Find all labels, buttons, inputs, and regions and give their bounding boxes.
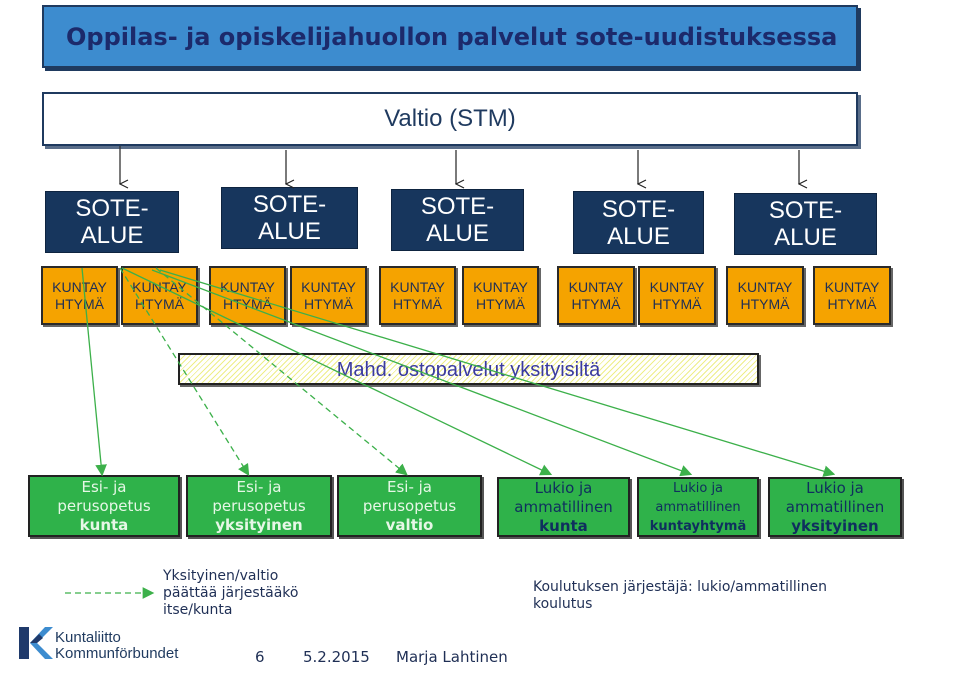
provider-line3: yksityinen xyxy=(215,515,303,534)
dashed-arrow xyxy=(119,267,250,476)
provider-box: Lukio ja ammatillinen yksityinen xyxy=(768,477,902,537)
provider-line3: valtio xyxy=(385,515,434,534)
title-banner: Oppilas- ja opiskelijahuollon palvelut s… xyxy=(42,5,858,68)
provider-box: Lukio ja ammatillinen kuntayhtymä xyxy=(637,477,759,537)
footer-date: 5.2.2015 xyxy=(303,648,370,666)
sote-alue-box: SOTE- ALUE xyxy=(734,193,877,255)
provider-line2: ammatillinen xyxy=(655,499,741,515)
provider-line2: ammatillinen xyxy=(514,497,613,516)
kuntayhtyma-box: KUNTAY HTYMÄ xyxy=(813,266,891,325)
valtio-box: Valtio (STM) xyxy=(42,92,858,146)
kuntayhtyma-box: KUNTAY HTYMÄ xyxy=(638,266,716,325)
sote-alue-box: SOTE- ALUE xyxy=(573,191,704,254)
kuntayhtyma-box: KUNTAY HTYMÄ xyxy=(726,266,804,325)
provider-box: Esi- ja perusopetus valtio xyxy=(337,475,482,537)
provider-line1: Esi- ja xyxy=(387,477,432,496)
provider-line1: Esi- ja xyxy=(81,477,127,496)
footer-page-number: 6 xyxy=(255,648,265,666)
provider-line2: perusopetus xyxy=(362,496,457,515)
logo-line2: Kommunförbundet xyxy=(55,645,179,662)
provider-arrow xyxy=(159,269,836,477)
provider-line1: Lukio ja xyxy=(534,478,593,497)
provider-box: Esi- ja perusopetus yksityinen xyxy=(186,475,332,537)
provider-line3: yksityinen xyxy=(791,516,879,535)
legend-dashed-text: Yksityinen/valtio päättää järjestääkö it… xyxy=(163,568,299,618)
kuntaliitto-logo-icon xyxy=(15,623,55,663)
provider-line3: kunta xyxy=(539,516,588,535)
provider-arrow xyxy=(121,267,553,476)
provider-line1: Lukio ja xyxy=(672,480,724,496)
legend-solid-text: Koulutuksen järjestäjä: lukio/ammatillin… xyxy=(533,579,827,612)
provider-box: Esi- ja perusopetus kunta xyxy=(28,475,180,537)
sote-alue-box: SOTE- ALUE xyxy=(221,187,358,249)
provider-line3: kuntayhtymä xyxy=(649,518,747,534)
provider-arrow xyxy=(81,267,107,477)
provider-line1: Esi- ja xyxy=(236,477,282,496)
kuntayhtyma-box: KUNTAY HTYMÄ xyxy=(379,266,456,325)
provider-line2: ammatillinen xyxy=(785,497,885,516)
provider-line3: kunta xyxy=(79,515,129,534)
provider-line2: perusopetus xyxy=(212,496,306,515)
dashed-arrow xyxy=(155,267,408,476)
logo-line1: Kuntaliitto xyxy=(55,629,121,646)
provider-box: Lukio ja ammatillinen kunta xyxy=(497,477,630,537)
sote-alue-box: SOTE- ALUE xyxy=(45,191,179,253)
footer-author: Marja Lahtinen xyxy=(396,648,508,666)
provider-line1: Lukio ja xyxy=(806,478,864,497)
kuntayhtyma-box: KUNTAY HTYMÄ xyxy=(209,266,286,325)
kuntayhtyma-box: KUNTAY HTYMÄ xyxy=(462,266,539,325)
kuntayhtyma-box: KUNTAY HTYMÄ xyxy=(41,266,118,325)
page-title: Oppilas- ja opiskelijahuollon palvelut s… xyxy=(66,23,838,51)
kuntayhtyma-box: KUNTAY HTYMÄ xyxy=(557,266,635,325)
kuntayhtyma-box: KUNTAY HTYMÄ xyxy=(290,266,367,325)
provider-line2: perusopetus xyxy=(57,496,151,515)
provider-arrow xyxy=(151,269,693,477)
sote-alue-box: SOTE- ALUE xyxy=(391,189,524,251)
